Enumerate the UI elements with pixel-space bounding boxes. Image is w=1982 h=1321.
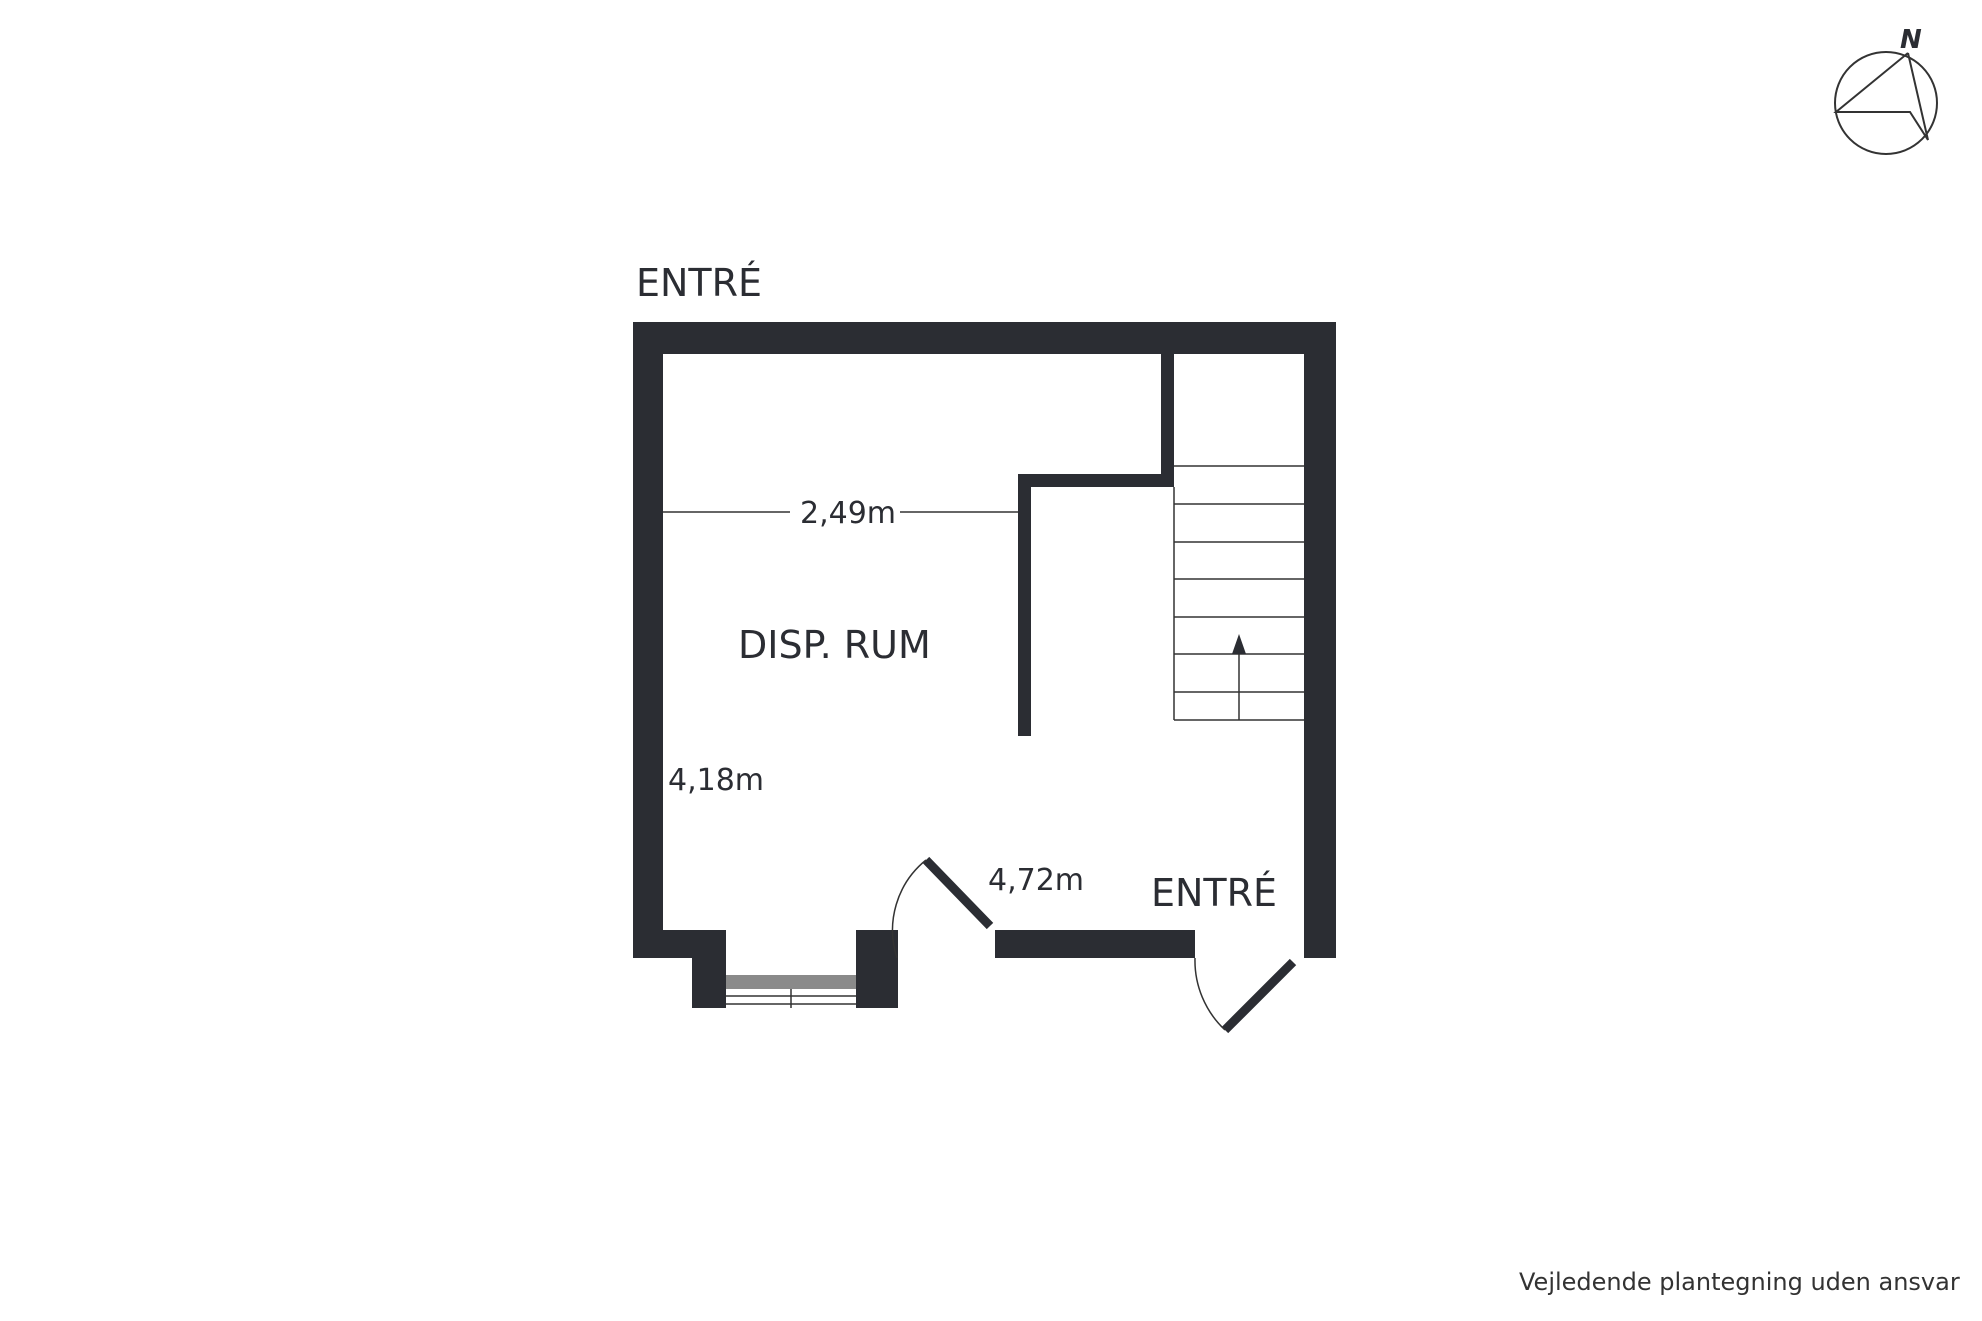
room-label-disp-rum: DISP. RUM [738, 623, 931, 667]
dimension-width-total: 4,72m [988, 863, 1084, 898]
compass-north-label: N [1900, 25, 1922, 55]
stairs [1173, 465, 1304, 721]
room-label-entre-bottom: ENTRÉ [1151, 871, 1277, 915]
walls [633, 322, 1336, 1008]
stair-arrow-icon [1232, 634, 1246, 654]
door-swing-interior [891, 856, 994, 959]
disclaimer-text: Vejledende plantegning uden ansvar [1519, 1268, 1960, 1296]
window [726, 975, 856, 1008]
dimension-height: 4,18m [668, 763, 764, 798]
room-label-entre-top: ENTRÉ [636, 261, 762, 305]
door-swing-entry [1194, 957, 1297, 1034]
compass-icon: N [1833, 25, 1938, 155]
dimension-width-inner: 2,49m [800, 496, 896, 531]
